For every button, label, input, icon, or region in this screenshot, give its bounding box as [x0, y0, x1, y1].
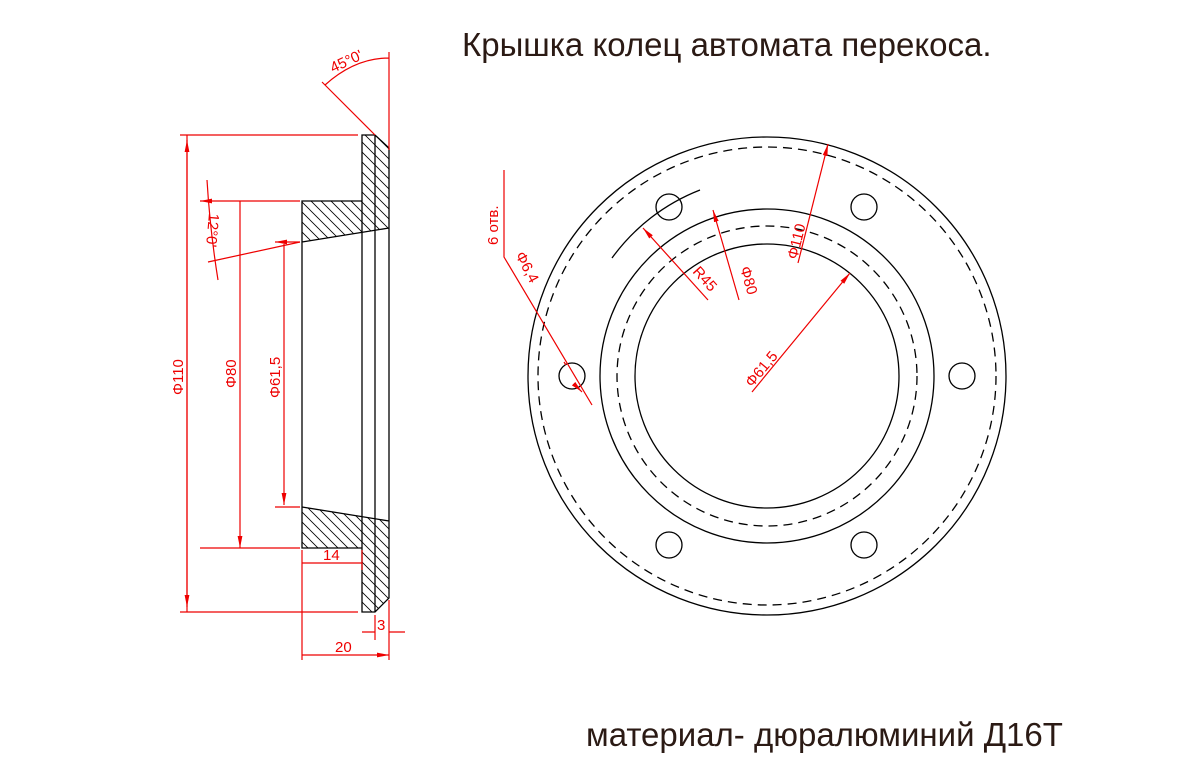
- side-view: [301, 134, 390, 613]
- dim-d61: Φ61,5: [742, 348, 781, 390]
- bolt-holes: [558, 193, 976, 559]
- front-dimensions: 6 отв. Φ6,4 R45 Φ80 Φ110 Φ61,5: [485, 143, 851, 406]
- dim-20: 20: [335, 639, 352, 656]
- dim-taper-angle: 12°0': [202, 213, 222, 248]
- dim-holes-count: 6 отв.: [485, 205, 502, 245]
- dim-d61-side: Φ61,5: [267, 357, 284, 398]
- dim-r45: R45: [689, 263, 720, 295]
- dim-hole-diameter: Φ6,4: [511, 249, 541, 286]
- dim-d80: Φ80: [736, 264, 760, 296]
- drawing-title: Крышка колец автомата перекоса.: [462, 26, 992, 63]
- dim-chamfer-angle: 45°0': [328, 47, 366, 77]
- dim-3: 3: [377, 617, 385, 634]
- material-note: материал- дюралюминий Д16Т: [586, 716, 1063, 753]
- dim-d80-side: Φ80: [223, 359, 240, 388]
- dim-14: 14: [323, 547, 340, 564]
- dim-d110-side: Φ110: [170, 359, 187, 395]
- front-view: [527, 136, 1007, 616]
